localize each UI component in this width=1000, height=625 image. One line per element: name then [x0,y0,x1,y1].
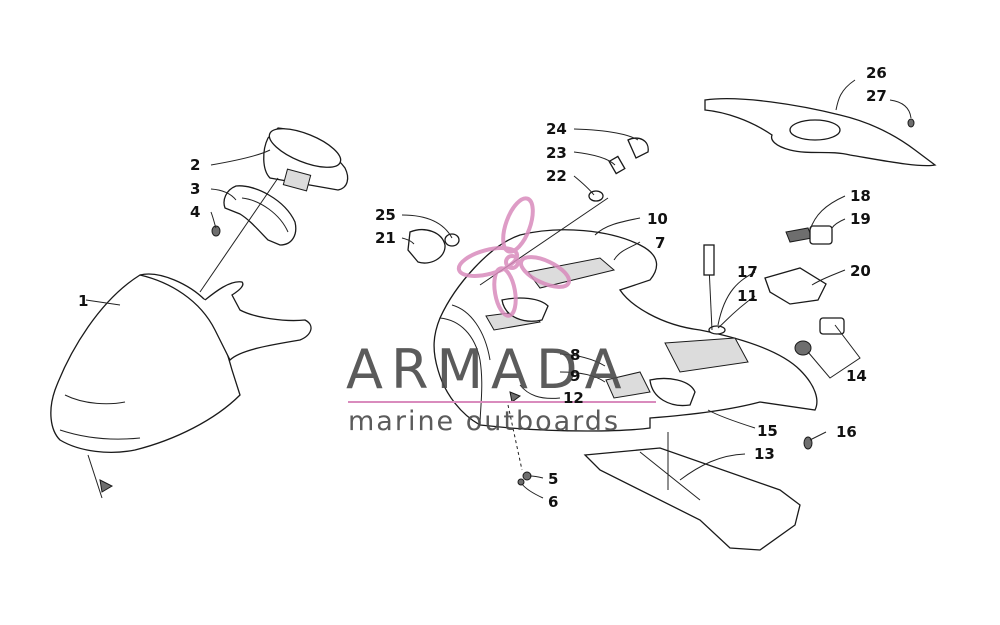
callout-3: 3 [190,180,200,198]
callouts: 1 2 3 4 5 6 7 8 9 10 11 12 13 14 15 16 1… [78,64,887,511]
callout-24: 24 [546,120,567,138]
leader-lines [85,79,912,499]
callout-1: 1 [78,292,88,310]
callout-6: 6 [548,493,558,511]
watermark-subtitle: marine outboards [348,406,620,437]
part-console [433,229,818,551]
callout-26: 26 [866,64,887,82]
callout-20: 20 [850,262,871,280]
callout-15: 15 [757,422,778,440]
callout-21: 21 [375,229,396,247]
callout-23: 23 [546,144,567,162]
callout-8: 8 [570,346,580,364]
callout-12: 12 [563,389,584,407]
watermark-logo [456,196,572,318]
callout-18: 18 [850,187,871,205]
part-fittings [407,118,915,264]
callout-10: 10 [647,210,668,228]
callout-13: 13 [754,445,775,463]
part-gauge [211,127,349,246]
part-hood [50,273,312,453]
callout-16: 16 [836,423,857,441]
callout-2: 2 [190,156,200,174]
callout-25: 25 [375,206,396,224]
callout-9: 9 [570,367,580,385]
callout-22: 22 [546,167,567,185]
part-switches [517,225,845,486]
callout-7: 7 [655,234,665,252]
callout-19: 19 [850,210,871,228]
callout-11: 11 [737,287,758,305]
callout-14: 14 [846,367,867,385]
callout-17: 17 [737,263,758,281]
watermark-title: ARMADA [346,338,630,401]
part-top-cover [704,98,937,167]
callout-4: 4 [190,203,200,221]
callout-27: 27 [866,87,887,105]
callout-5: 5 [548,470,558,488]
